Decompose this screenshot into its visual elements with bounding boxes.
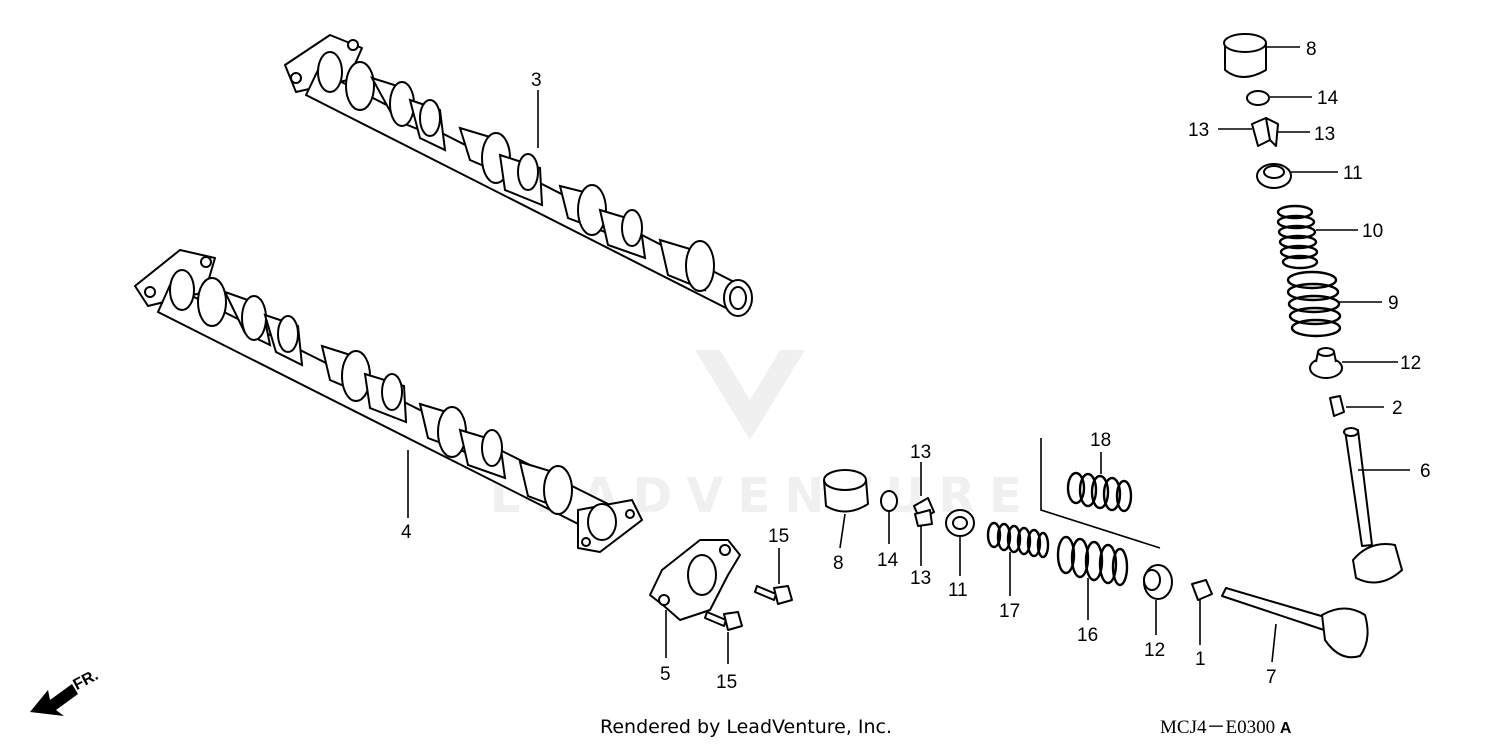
valve-right: [1343, 427, 1403, 584]
inner-spring-lower: [986, 521, 1050, 559]
tappet-lower: [823, 469, 869, 513]
callout-13: 13: [1314, 124, 1335, 145]
callout-14: 14: [1317, 88, 1339, 109]
outer-spring-lower: [1056, 535, 1129, 587]
callout-2: 2: [1392, 398, 1403, 419]
callout-1: 1: [1195, 649, 1206, 670]
diagram-code: MCJ4－E0300 A: [1160, 712, 1291, 739]
callouts: 8 14 13 13 11 10 9 12 2 6 3 4 18 13 13 8…: [401, 39, 1431, 693]
outer-spring-right: [1286, 270, 1342, 338]
render-credit: Rendered by LeadVenture, Inc.: [600, 716, 893, 738]
spring-18: [1066, 471, 1133, 513]
valve-stack-lower: [823, 438, 1369, 659]
valve-stack-right: [1223, 33, 1403, 584]
tappet-right: [1223, 33, 1267, 78]
callout-10: 10: [1362, 221, 1383, 242]
diagram-revision: A: [1279, 720, 1292, 737]
spring-seat-right: [1309, 347, 1343, 379]
callout-13: 13: [910, 442, 931, 463]
callout-18: 18: [1090, 430, 1111, 451]
callout-5: 5: [660, 664, 671, 685]
callout-15: 15: [768, 526, 789, 547]
callout-8: 8: [1306, 39, 1317, 60]
front-direction-arrow: FR.: [30, 667, 101, 716]
valve-lower: [1221, 587, 1369, 659]
callout-7: 7: [1266, 667, 1277, 688]
callout-8: 8: [833, 553, 844, 574]
callout-3: 3: [531, 70, 542, 91]
retainer-lower: [945, 509, 975, 537]
bolt-upper: [754, 585, 793, 605]
shim-lower: [880, 490, 898, 512]
camshaft-upper: [284, 34, 753, 317]
cotters-lower: [913, 497, 935, 527]
stem-seal-lower: [1191, 579, 1213, 601]
inner-spring-right: [1276, 204, 1319, 270]
callout-6: 6: [1420, 461, 1431, 482]
callout-4: 4: [401, 522, 412, 543]
diagram-code-text: MCJ4－E0300: [1160, 717, 1276, 738]
retainer-right: [1256, 163, 1292, 189]
callout-11: 11: [948, 580, 968, 601]
callout-16: 16: [1077, 625, 1098, 646]
callout-13: 13: [910, 568, 931, 589]
spring-seat-lower: [1143, 564, 1173, 600]
callout-11: 11: [1343, 163, 1363, 184]
stem-seal-right: [1329, 395, 1345, 417]
callout-15: 15: [716, 672, 737, 693]
callout-14: 14: [877, 550, 899, 571]
bolt-lower: [704, 611, 743, 631]
shim-right: [1246, 90, 1270, 106]
callout-12: 12: [1144, 640, 1165, 661]
leader-lines: [407, 46, 1410, 664]
callout-17: 17: [999, 601, 1020, 622]
callout-13: 13: [1188, 120, 1209, 141]
camshaft-lower: [134, 249, 643, 553]
callout-9: 9: [1388, 293, 1399, 314]
callout-12: 12: [1400, 353, 1421, 374]
cotters-right: [1251, 117, 1279, 147]
cam-plate: [649, 539, 741, 621]
